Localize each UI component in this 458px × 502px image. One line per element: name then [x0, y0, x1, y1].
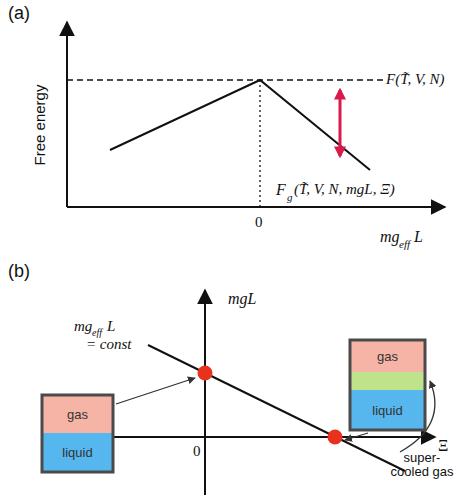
dotted-zero-line: [259, 80, 260, 207]
line-label: = const: [86, 336, 132, 353]
state-dot: [328, 430, 343, 445]
axis-title: L: [414, 228, 423, 246]
layer-label: liquid: [372, 403, 402, 418]
layer-label: liquid: [62, 445, 92, 460]
y-axis: [66, 22, 68, 207]
container-frame: [350, 340, 425, 430]
super-cooled-band: [350, 372, 425, 390]
layer-label: gas: [377, 349, 398, 364]
callout-note: super-cooled gas: [388, 451, 456, 480]
curve-label: (T̃, V, N, mgL, Ξ): [294, 181, 395, 198]
axis-title: mgL: [228, 290, 256, 308]
liquid-layer: liquid: [350, 390, 425, 430]
axis-title: Free energy: [32, 85, 49, 166]
x-axis: [88, 436, 435, 438]
axis-tick: 0: [193, 443, 201, 460]
line-label: mg: [74, 318, 92, 335]
leader-arrow: [116, 378, 195, 404]
axis-tick: 0: [255, 214, 263, 231]
container-frame: [42, 395, 113, 472]
line-label: L: [107, 318, 115, 335]
axis-subscript: eff: [399, 238, 410, 250]
liquid-layer: liquid: [42, 433, 113, 472]
curve-label: F: [276, 181, 286, 199]
x-axis: [67, 206, 445, 208]
curve-subscript: g: [287, 191, 293, 203]
state-dot: [198, 366, 213, 381]
y-axis: [204, 290, 206, 495]
axis-title: mg: [380, 228, 400, 246]
panel-label: (b): [8, 262, 30, 282]
dashed-level: [67, 79, 383, 81]
gas-layer: gas: [42, 395, 113, 433]
layer-label: gas: [67, 407, 88, 422]
difference-arrow: [339, 90, 342, 156]
leader-arrow: [345, 433, 368, 440]
free-energy-curve: [110, 80, 370, 170]
panel-label: (a): [8, 4, 30, 24]
level-label: F(T̃, V, N): [386, 71, 445, 88]
gas-layer: gas: [350, 340, 425, 372]
